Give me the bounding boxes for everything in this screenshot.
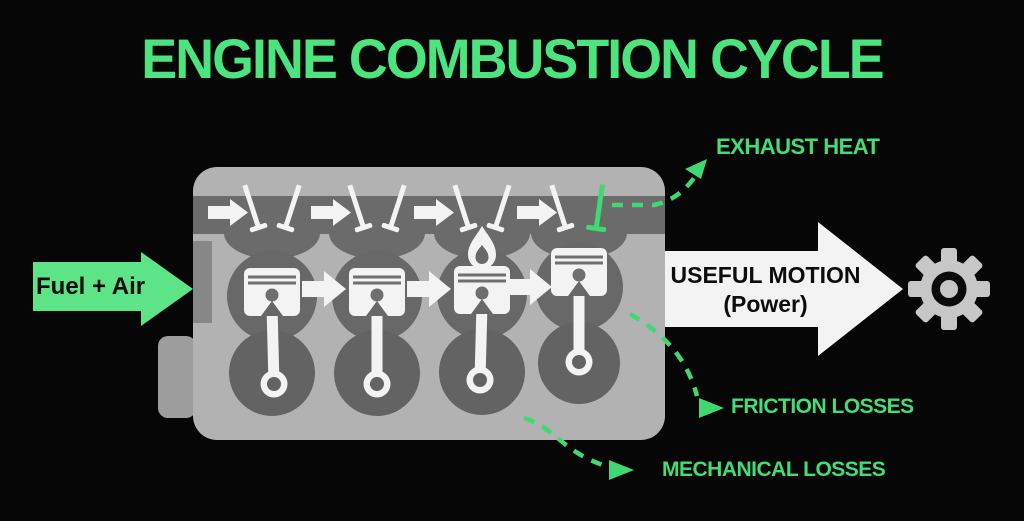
flow-arrow-icon [302, 271, 346, 307]
valve-icon [347, 184, 373, 233]
exhaust-heat-label: EXHAUST HEAT [716, 134, 880, 159]
combustion-dome [531, 207, 627, 259]
combustion-dome [224, 207, 320, 259]
valve-icon [486, 184, 512, 233]
valve-icon [549, 184, 575, 233]
flow-arrow-icon [407, 271, 451, 307]
valve-icon [381, 184, 407, 233]
page-title: ENGINE COMBUSTION CYCLE [141, 27, 884, 90]
cylinder-3 [437, 226, 527, 415]
flame-icon [468, 226, 496, 269]
fuel-air-arrow [33, 252, 193, 326]
friction-losses-arrow [628, 312, 724, 418]
exhaust-heat-arrow [612, 159, 707, 208]
exhaust-valve-icon [586, 184, 607, 233]
piston-flow-arrows [302, 269, 552, 307]
intake-arrow-icon [414, 199, 454, 226]
combustion-dome [329, 207, 425, 259]
valve-icon [276, 184, 302, 233]
valve-icon [242, 184, 268, 233]
intake-arrow-icon [311, 199, 351, 226]
useful-motion-line2: (Power) [723, 291, 808, 317]
intake-arrow-icon [208, 199, 248, 226]
useful-motion-arrow [665, 222, 903, 356]
friction-losses-label: FRICTION LOSSES [731, 395, 914, 418]
flow-arrow-icon [508, 269, 552, 305]
intake-arrow-icon [517, 199, 557, 226]
piston-icon [244, 268, 300, 316]
gear-icon [908, 248, 990, 330]
engine-mount-tab [158, 336, 196, 418]
piston-icon [551, 248, 607, 296]
useful-motion-label: USEFUL MOTION (Power) [663, 261, 868, 319]
mechanical-losses-arrow [523, 415, 634, 480]
valve-icon [452, 184, 478, 233]
cylinder-2 [332, 251, 422, 416]
mechanical-losses-label: MECHANICAL LOSSES [662, 458, 886, 481]
piston-icon [349, 268, 405, 316]
fuel-air-label: Fuel + Air [36, 273, 146, 300]
piston-icon [454, 266, 510, 314]
intake-arrow-icons [208, 199, 557, 226]
intake-port [193, 241, 212, 323]
cylinder-4 [535, 243, 623, 404]
valve-icons [242, 184, 607, 233]
useful-motion-line1: USEFUL MOTION [670, 262, 861, 288]
cylinder-1 [227, 251, 317, 416]
